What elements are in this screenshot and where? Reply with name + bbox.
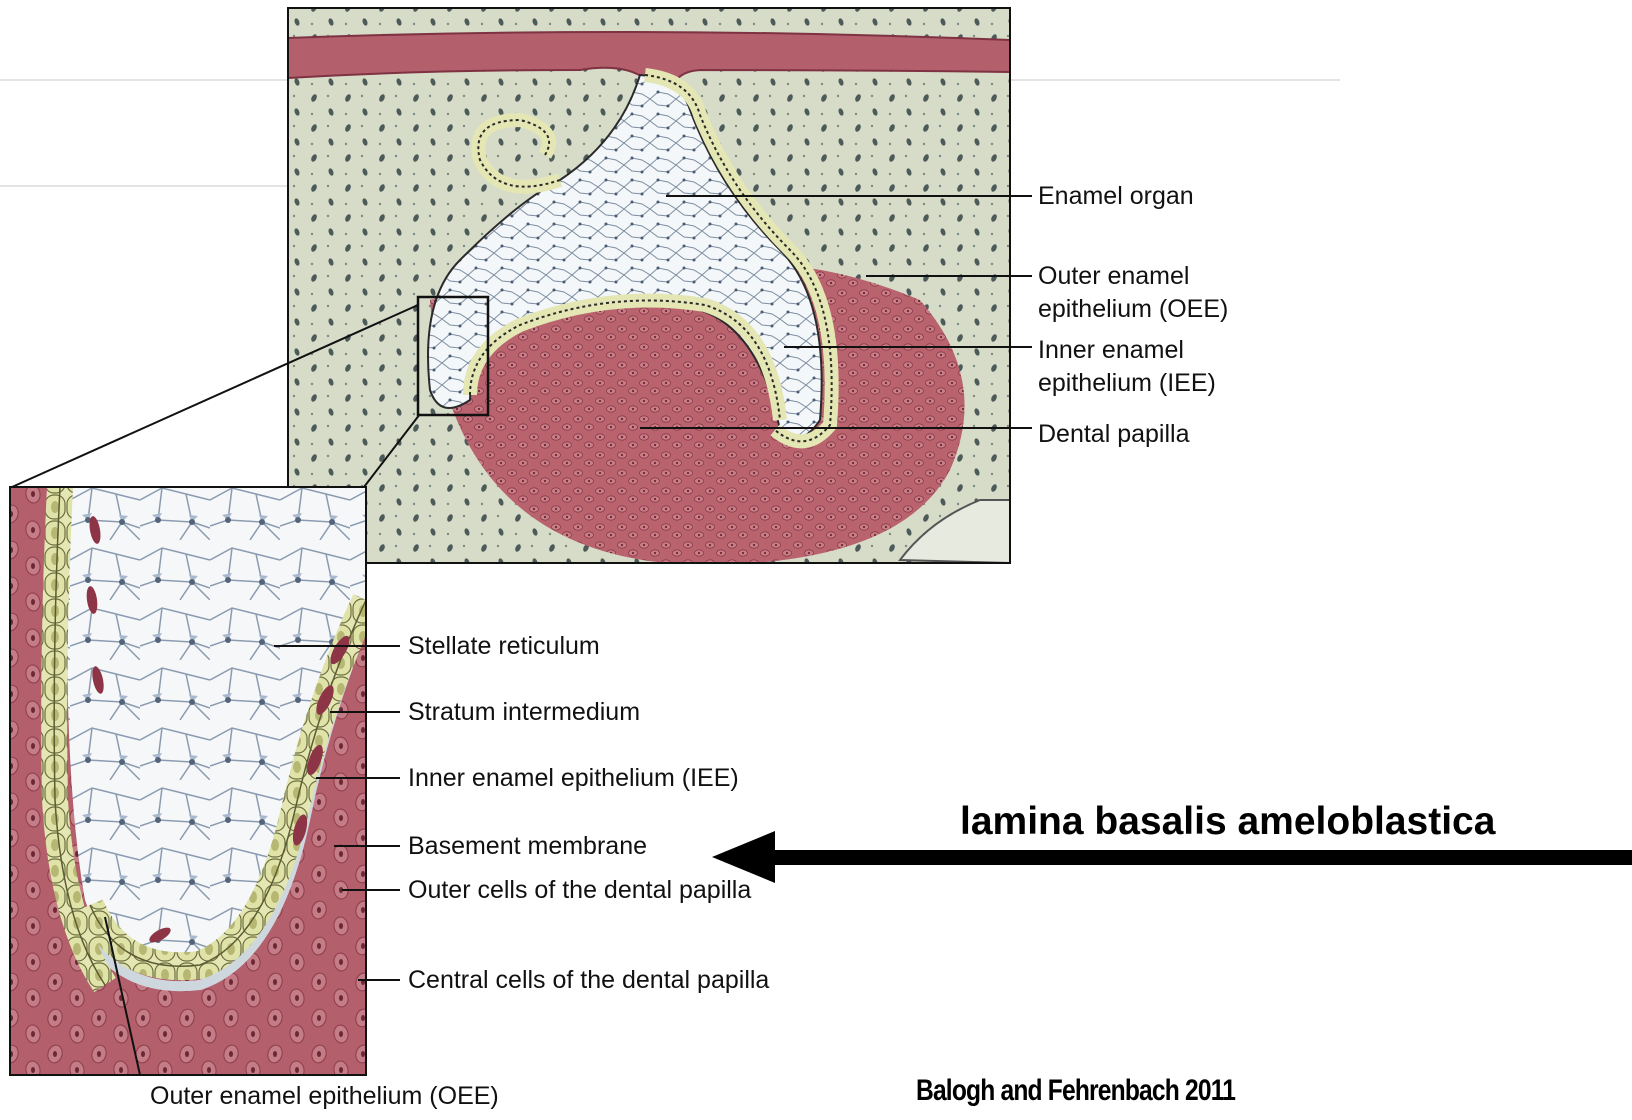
inset-panel: [10, 487, 366, 1075]
label-stratum-intermedium: Stratum intermedium: [408, 696, 640, 729]
figure-credit: Balogh and Fehrenbach 2011: [916, 1074, 1235, 1108]
label-outer-enamel-epithelium-line2: epithelium (OEE): [1038, 293, 1228, 326]
label-basement-membrane: Basement membrane: [408, 830, 647, 863]
label-enamel-organ: Enamel organ: [1038, 180, 1194, 213]
label-inner-enamel-epithelium: Inner enamel epithelium (IEE): [408, 762, 739, 795]
label-inner-enamel-epithelium-line1: Inner enamel: [1038, 334, 1184, 367]
label-stellate-reticulum: Stellate reticulum: [408, 630, 600, 663]
annotation-lamina-basalis: lamina basalis ameloblastica: [960, 800, 1495, 844]
label-outer-enamel-epithelium: Outer enamel epithelium (OEE): [150, 1080, 499, 1113]
label-central-cells-dental-papilla: Central cells of the dental papilla: [408, 964, 769, 997]
label-outer-cells-dental-papilla: Outer cells of the dental papilla: [408, 874, 751, 907]
label-dental-papilla: Dental papilla: [1038, 418, 1190, 451]
label-inner-enamel-epithelium-line2: epithelium (IEE): [1038, 367, 1216, 400]
label-outer-enamel-epithelium-line1: Outer enamel: [1038, 260, 1189, 293]
top-panel: [288, 8, 1010, 565]
